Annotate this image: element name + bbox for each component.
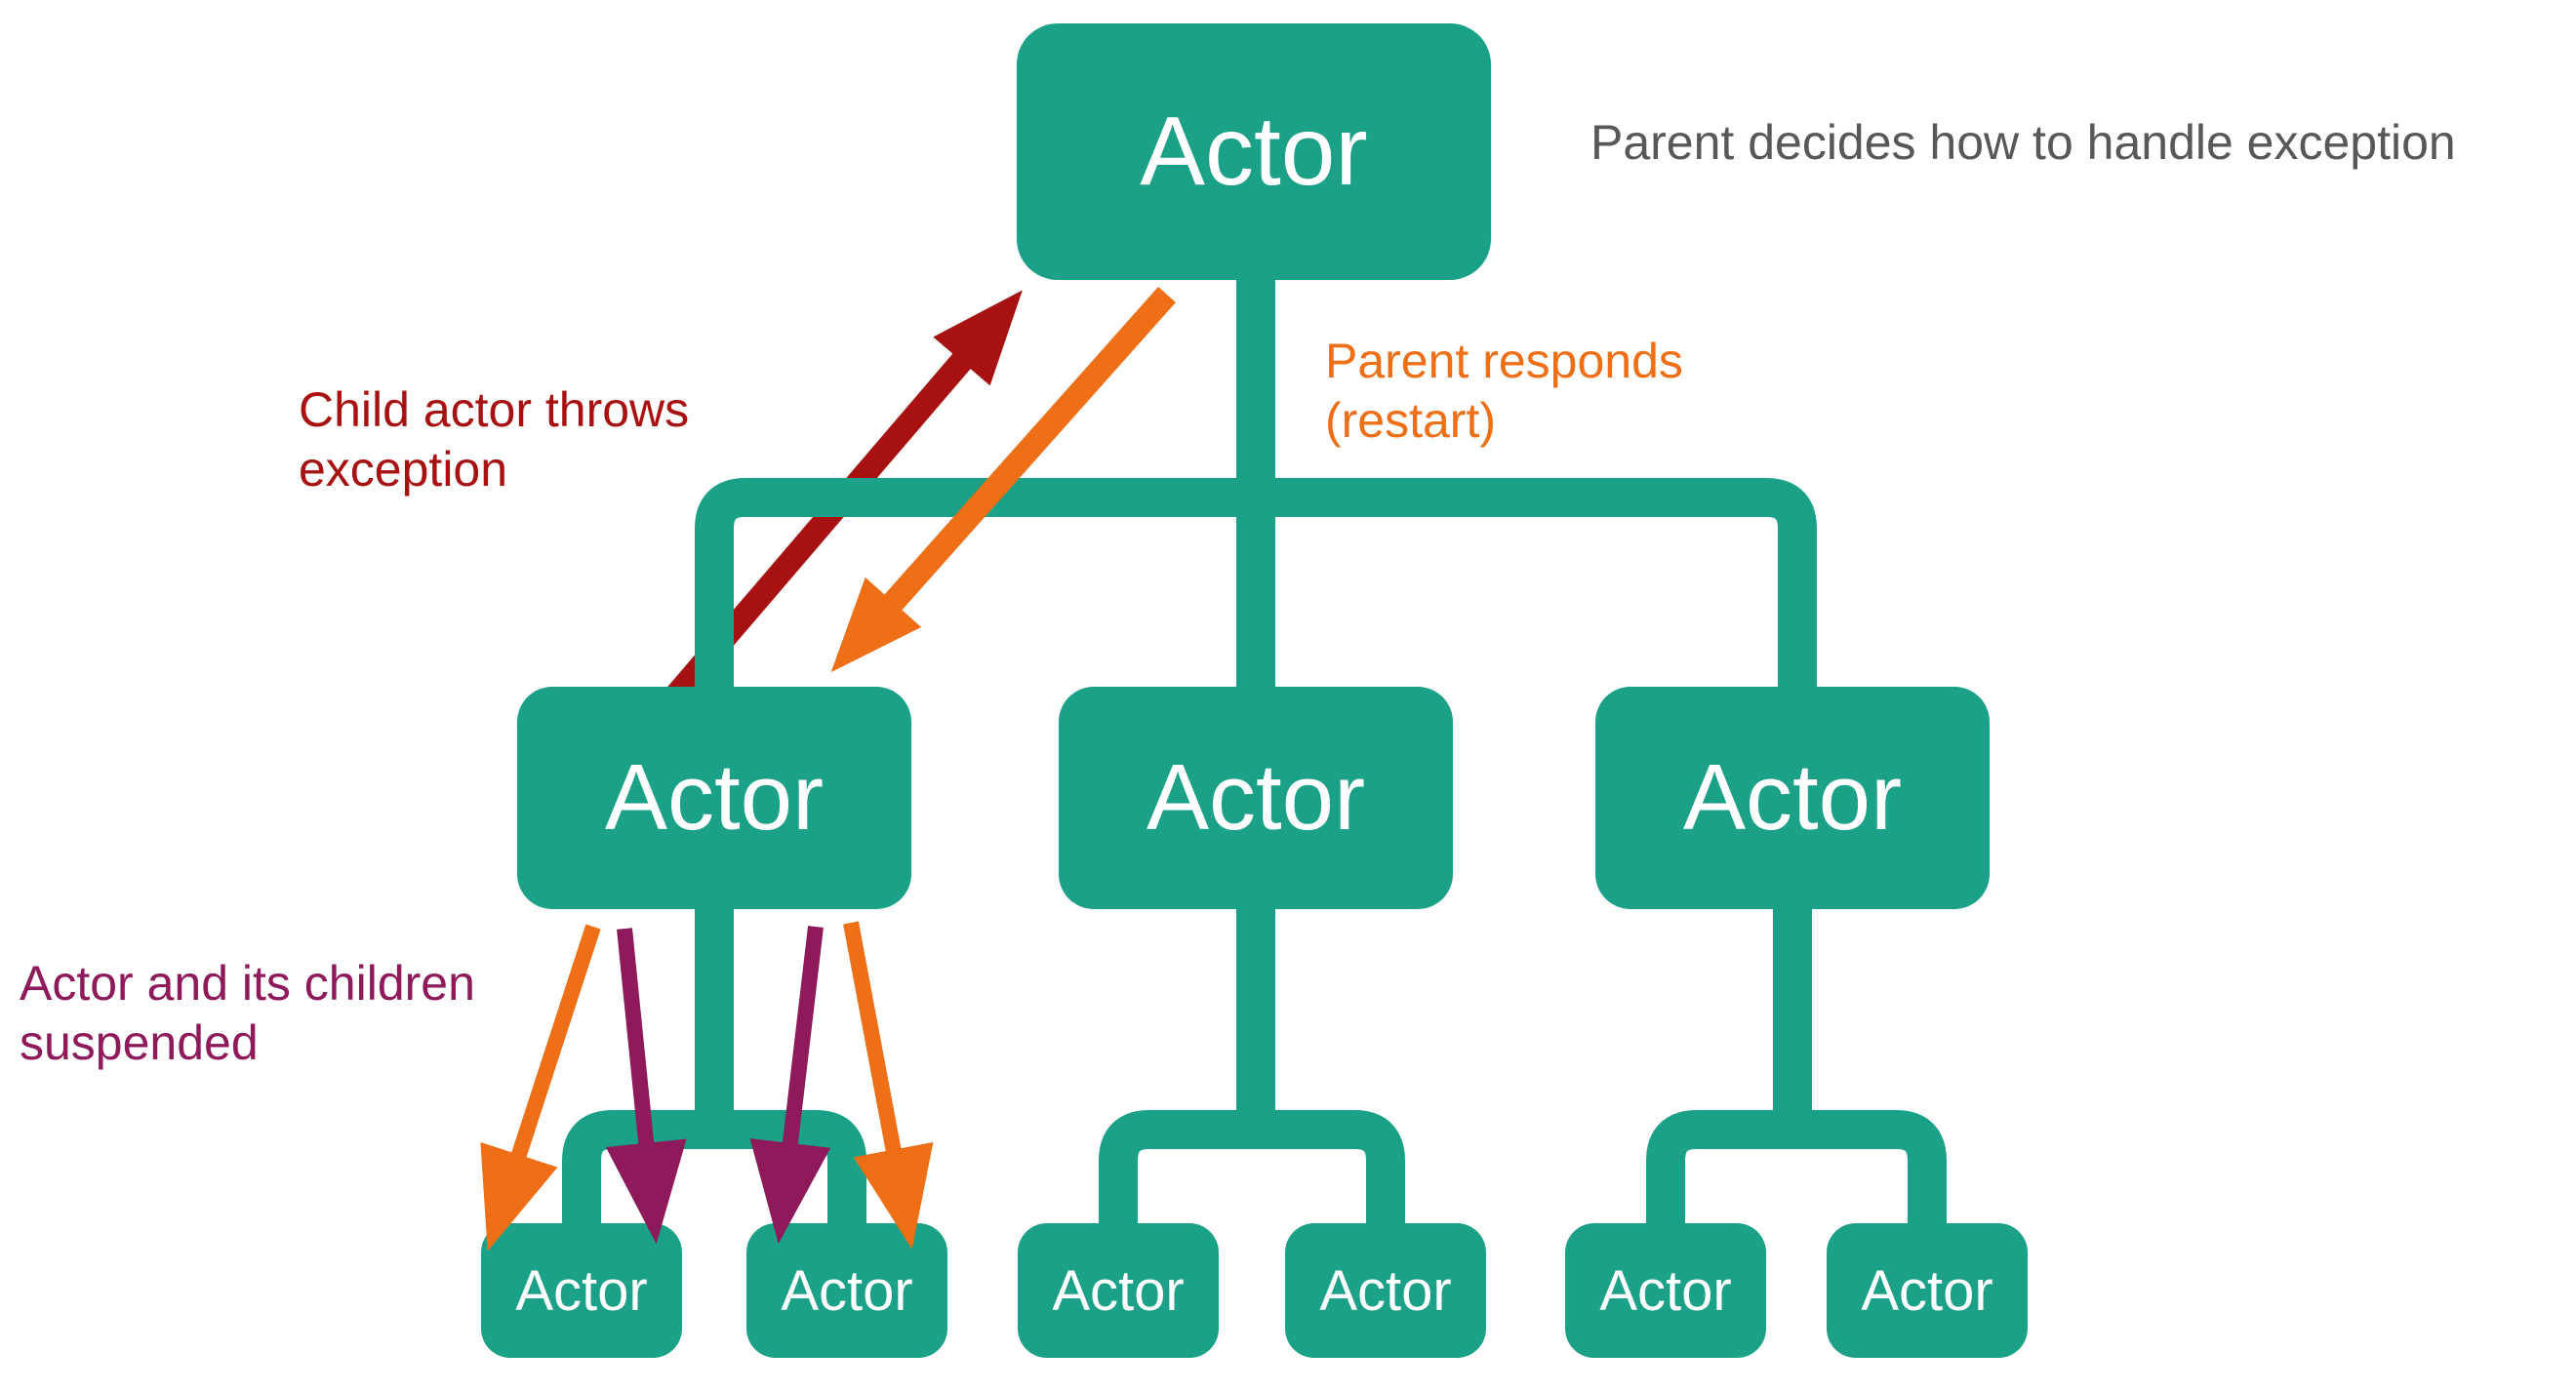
actor-node-root: Actor xyxy=(1017,23,1491,280)
suspend-arrow-orange-left-icon xyxy=(480,924,601,1252)
actor-node-leaf-3-label: Actor xyxy=(1052,1258,1185,1323)
connector-main-bar xyxy=(695,478,1817,695)
actor-node-middle-left: Actor xyxy=(517,687,911,909)
actor-node-leaf-4-label: Actor xyxy=(1319,1258,1452,1323)
connector-center-subtree-bar xyxy=(1099,1110,1405,1231)
actor-node-leaf-6-label: Actor xyxy=(1861,1258,1993,1323)
actor-node-middle-right-label: Actor xyxy=(1682,745,1903,850)
suspend-arrow-purple-left-icon xyxy=(605,928,687,1245)
note-child-throws-exception: Child actor throws exception xyxy=(299,382,690,497)
actor-node-middle-center: Actor xyxy=(1059,687,1453,909)
connector-left-subtree-bar xyxy=(562,1110,866,1231)
note-actor-children-suspended: Actor and its children suspended xyxy=(20,956,475,1070)
actor-node-middle-right: Actor xyxy=(1595,687,1990,909)
connector-right-subtree-bar xyxy=(1646,1110,1947,1231)
suspend-arrow-purple-right-icon xyxy=(749,926,831,1245)
actor-node-root-label: Actor xyxy=(1140,97,1368,206)
note-parent-decides: Parent decides how to handle exception xyxy=(1590,115,2456,170)
actor-node-leaf-4: Actor xyxy=(1285,1223,1486,1358)
actor-node-leaf-6: Actor xyxy=(1827,1223,2028,1358)
suspend-arrow-orange-right-icon xyxy=(843,921,934,1250)
actor-node-middle-center-label: Actor xyxy=(1146,745,1366,850)
parent-restart-arrow-icon xyxy=(830,287,1176,673)
actor-node-leaf-5: Actor xyxy=(1565,1223,1766,1358)
actor-node-leaf-5-label: Actor xyxy=(1599,1258,1732,1323)
actor-node-leaf-2-label: Actor xyxy=(781,1258,913,1323)
actor-node-leaf-3: Actor xyxy=(1018,1223,1219,1358)
actor-node-middle-left-label: Actor xyxy=(604,745,825,850)
note-parent-responds-restart: Parent responds (restart) xyxy=(1325,334,1683,448)
actor-node-leaf-1-label: Actor xyxy=(515,1258,648,1323)
